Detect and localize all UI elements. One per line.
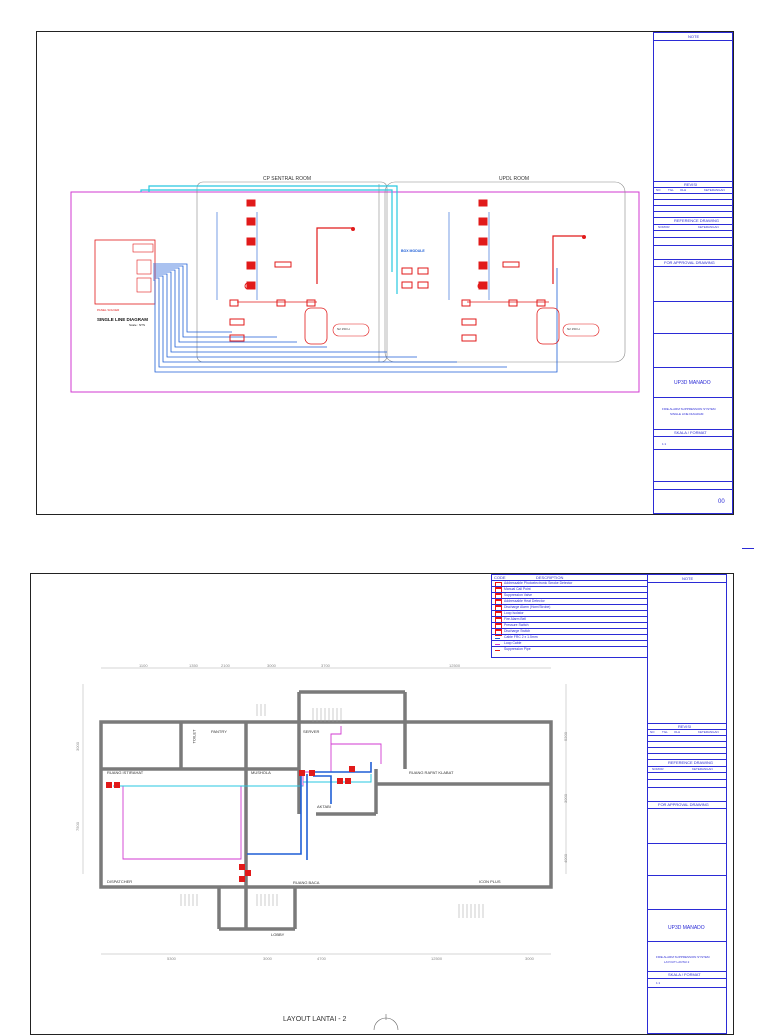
legend-row: Pressure Switch <box>492 622 678 630</box>
dim-top-2: 1350 <box>189 663 198 668</box>
diagram-title: SINGLE LINE DIAGRAM <box>97 317 149 322</box>
legend-row: Discharge Switch <box>492 628 678 636</box>
tank-right <box>536 307 560 345</box>
tank-label-left: N2 150 Lt <box>337 327 351 331</box>
legend-row: Discharge Alarm (Horn/Strobe) <box>492 604 678 612</box>
panel-label: PANEL SOLVER <box>97 308 120 312</box>
panel-solver <box>94 239 156 305</box>
room-toilet: TOILET <box>191 729 197 744</box>
legend-row: Loop Isolator <box>492 610 678 618</box>
pipe-icon <box>495 650 500 651</box>
loop-isolator-icon <box>495 612 502 618</box>
room-baca: RUANG BACA <box>293 880 320 885</box>
box-module-label: BOX MODULE <box>401 249 425 253</box>
legend-row: Cable FRC 2 x 1.5mm <box>492 634 678 641</box>
legend-row: Suppression Valve <box>492 592 678 600</box>
loop-cable-icon <box>495 644 500 645</box>
room-server: SERVER <box>303 729 320 734</box>
scale-label: SKALA / FORMAT <box>674 430 707 435</box>
diagram-scale: Scale : NTS <box>129 323 146 327</box>
crop-mark <box>742 548 754 549</box>
legend-desc-header: DESCRIPTION <box>536 575 564 580</box>
discharge-alarm-icon <box>495 606 502 612</box>
dim-top-6: 12500 <box>449 663 461 668</box>
dim-top-4: 3000 <box>267 663 276 668</box>
manual-call-point-icon <box>495 588 502 594</box>
reference-header: REFERENCE DRAWING <box>674 218 719 223</box>
legend-row: Fire Alarm Bell <box>492 616 678 624</box>
room-dispatcher: DISPATCHER <box>107 879 133 884</box>
note-header: NOTE <box>688 34 700 39</box>
room-outline-2 <box>384 181 626 363</box>
sld-boundary <box>70 191 640 393</box>
title-block-sheet2: NOTE REVISI NO TGL OLH KETERANGAN REFERE… <box>647 574 727 1034</box>
cable-icon <box>495 638 500 639</box>
dim-bottom-1: 5300 <box>167 956 176 961</box>
project-name: UP3D MANADO <box>674 380 711 386</box>
revisi-header: REVISI <box>684 182 698 187</box>
alarm-bell-icon <box>495 618 502 624</box>
dim-top-5: 3700 <box>321 663 330 668</box>
dim-bottom-5: 3000 <box>525 956 534 961</box>
building-outline <box>99 720 553 889</box>
heat-detector-icon <box>495 600 502 606</box>
dim-left-2: 7500 <box>74 822 80 831</box>
dim-right-2: 3000 <box>562 794 568 803</box>
dim-right-1: 5200 <box>562 732 568 741</box>
layout-title: LAYOUT LANTAI - 2 <box>283 1016 347 1023</box>
dim-left-1: 3000 <box>74 742 80 751</box>
room-outline-1 <box>196 181 388 363</box>
sheet-layout-lantai-2: PANTRY TOILET SERVER RUANG ISTIRAHAT MUS… <box>30 573 734 1035</box>
pressure-switch-icon <box>495 624 502 630</box>
room-label-cp-sentral: CP SENTRAL ROOM <box>263 176 312 182</box>
legend-code-header: CODE <box>494 575 506 580</box>
room-pantry: PANTRY <box>211 729 227 734</box>
dim-right-3: 4000 <box>562 854 568 863</box>
room-istirahat: RUANG ISTIRAHAT <box>107 770 144 775</box>
dim-top-3: 2100 <box>221 663 230 668</box>
discharge-switch-icon <box>495 630 502 636</box>
legend-row: Manual Call Point <box>492 586 678 594</box>
sheet-single-line-diagram: CP SENTRAL ROOM UPDL ROOM PANEL SOLVER S… <box>36 31 734 515</box>
title-block-sheet1: NOTE REVISI NO TGL OLH KETERANGAN REFERE… <box>653 32 733 514</box>
approval-header: FOR APPROVAL DRAWING <box>664 260 715 265</box>
legend-row: Addressable Photoelectronic Smoke Detect… <box>492 580 678 588</box>
floor-plan <box>82 667 567 955</box>
tank-left <box>304 307 328 345</box>
legend-row: Addressable Heat Detector <box>492 598 678 606</box>
room-lobby: LOBBY <box>271 932 285 937</box>
room-rapat: RUANG RAPAT KLABAT <box>409 770 454 775</box>
legend-row: Loop Cable <box>492 640 678 647</box>
legend-row: Suppression Pipe <box>492 646 678 653</box>
rev-number: 00 <box>718 499 725 505</box>
note-header-2: NOTE <box>682 576 694 581</box>
dim-bottom-3: 4700 <box>317 956 326 961</box>
dim-bottom-2: 3000 <box>263 956 272 961</box>
suppression-valve-icon <box>495 594 502 600</box>
single-line-diagram <box>70 181 640 393</box>
room-iconplus: ICON PLUS <box>479 879 501 884</box>
tank-label-right: N2 150 Lt <box>567 327 581 331</box>
north-arrow-icon <box>373 1014 399 1031</box>
dim-bottom-4: 12500 <box>431 956 443 961</box>
room-label-updl: UPDL ROOM <box>499 176 530 182</box>
dim-top-1: 1100 <box>139 663 148 668</box>
room-mushola: MUSHOLA <box>251 770 271 775</box>
smoke-detector-icon <box>495 582 502 588</box>
room-aktabi: AKTABI <box>317 804 331 809</box>
